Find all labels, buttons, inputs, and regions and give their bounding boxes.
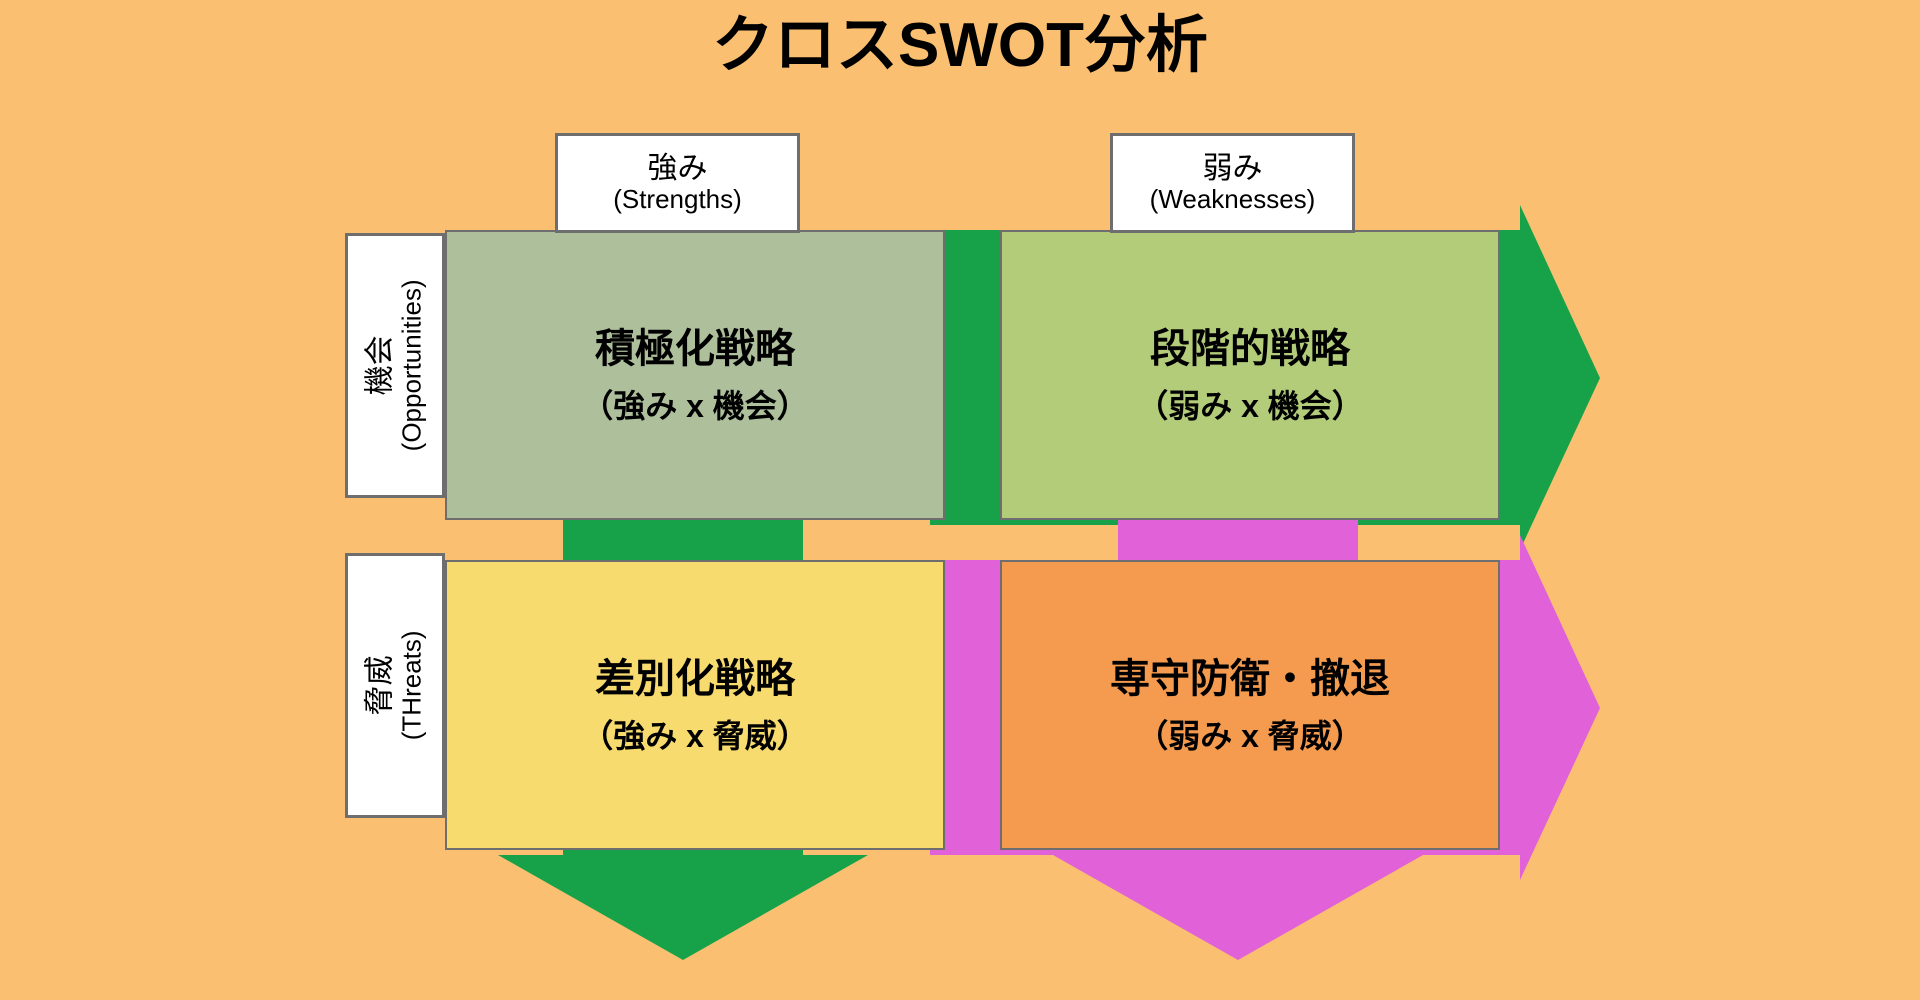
quadrant-strength-threat-title: 差別化戦略	[595, 656, 795, 701]
quadrant-weakness-threat-title: 専守防衛・撤退	[1110, 656, 1390, 701]
column-header-strengths-en: (Strengths)	[613, 184, 742, 215]
row-header-opportunities: 機会 (Opportunities)	[345, 233, 445, 498]
column-header-weaknesses: 弱み (Weaknesses)	[1110, 133, 1355, 233]
quadrant-strength-opportunity-subtitle: （強み x 機会）	[581, 387, 809, 424]
column-header-strengths: 強み (Strengths)	[555, 133, 800, 233]
quadrant-weakness-opportunity: 段階的戦略 （弱み x 機会）	[1000, 230, 1500, 520]
row-header-threats-jp: 脅威	[363, 655, 397, 716]
page-title: クロスSWOT分析	[712, 11, 1208, 80]
row-header-threats-en: (THreats)	[396, 630, 427, 741]
row-header-opportunities-jp: 機会	[363, 335, 397, 396]
quadrant-weakness-opportunity-subtitle: （弱み x 機会）	[1136, 387, 1364, 424]
column-header-weaknesses-en: (Weaknesses)	[1149, 184, 1316, 215]
column-header-strengths-jp: 強み	[647, 151, 708, 185]
column-header-weaknesses-jp: 弱み	[1202, 151, 1263, 185]
quadrant-weakness-threat-subtitle: （弱み x 脅威）	[1136, 717, 1364, 754]
quadrant-strength-threat-subtitle: （強み x 脅威）	[581, 717, 809, 754]
row-header-opportunities-en: (Opportunities)	[396, 279, 427, 452]
quadrant-strength-opportunity-title: 積極化戦略	[595, 326, 795, 371]
quadrant-weakness-threat: 専守防衛・撤退 （弱み x 脅威）	[1000, 560, 1500, 850]
quadrant-strength-opportunity: 積極化戦略 （強み x 機会）	[445, 230, 945, 520]
row-header-threats: 脅威 (THreats)	[345, 553, 445, 818]
quadrant-weakness-opportunity-title: 段階的戦略	[1150, 326, 1350, 371]
quadrant-strength-threat: 差別化戦略 （強み x 脅威）	[445, 560, 945, 850]
